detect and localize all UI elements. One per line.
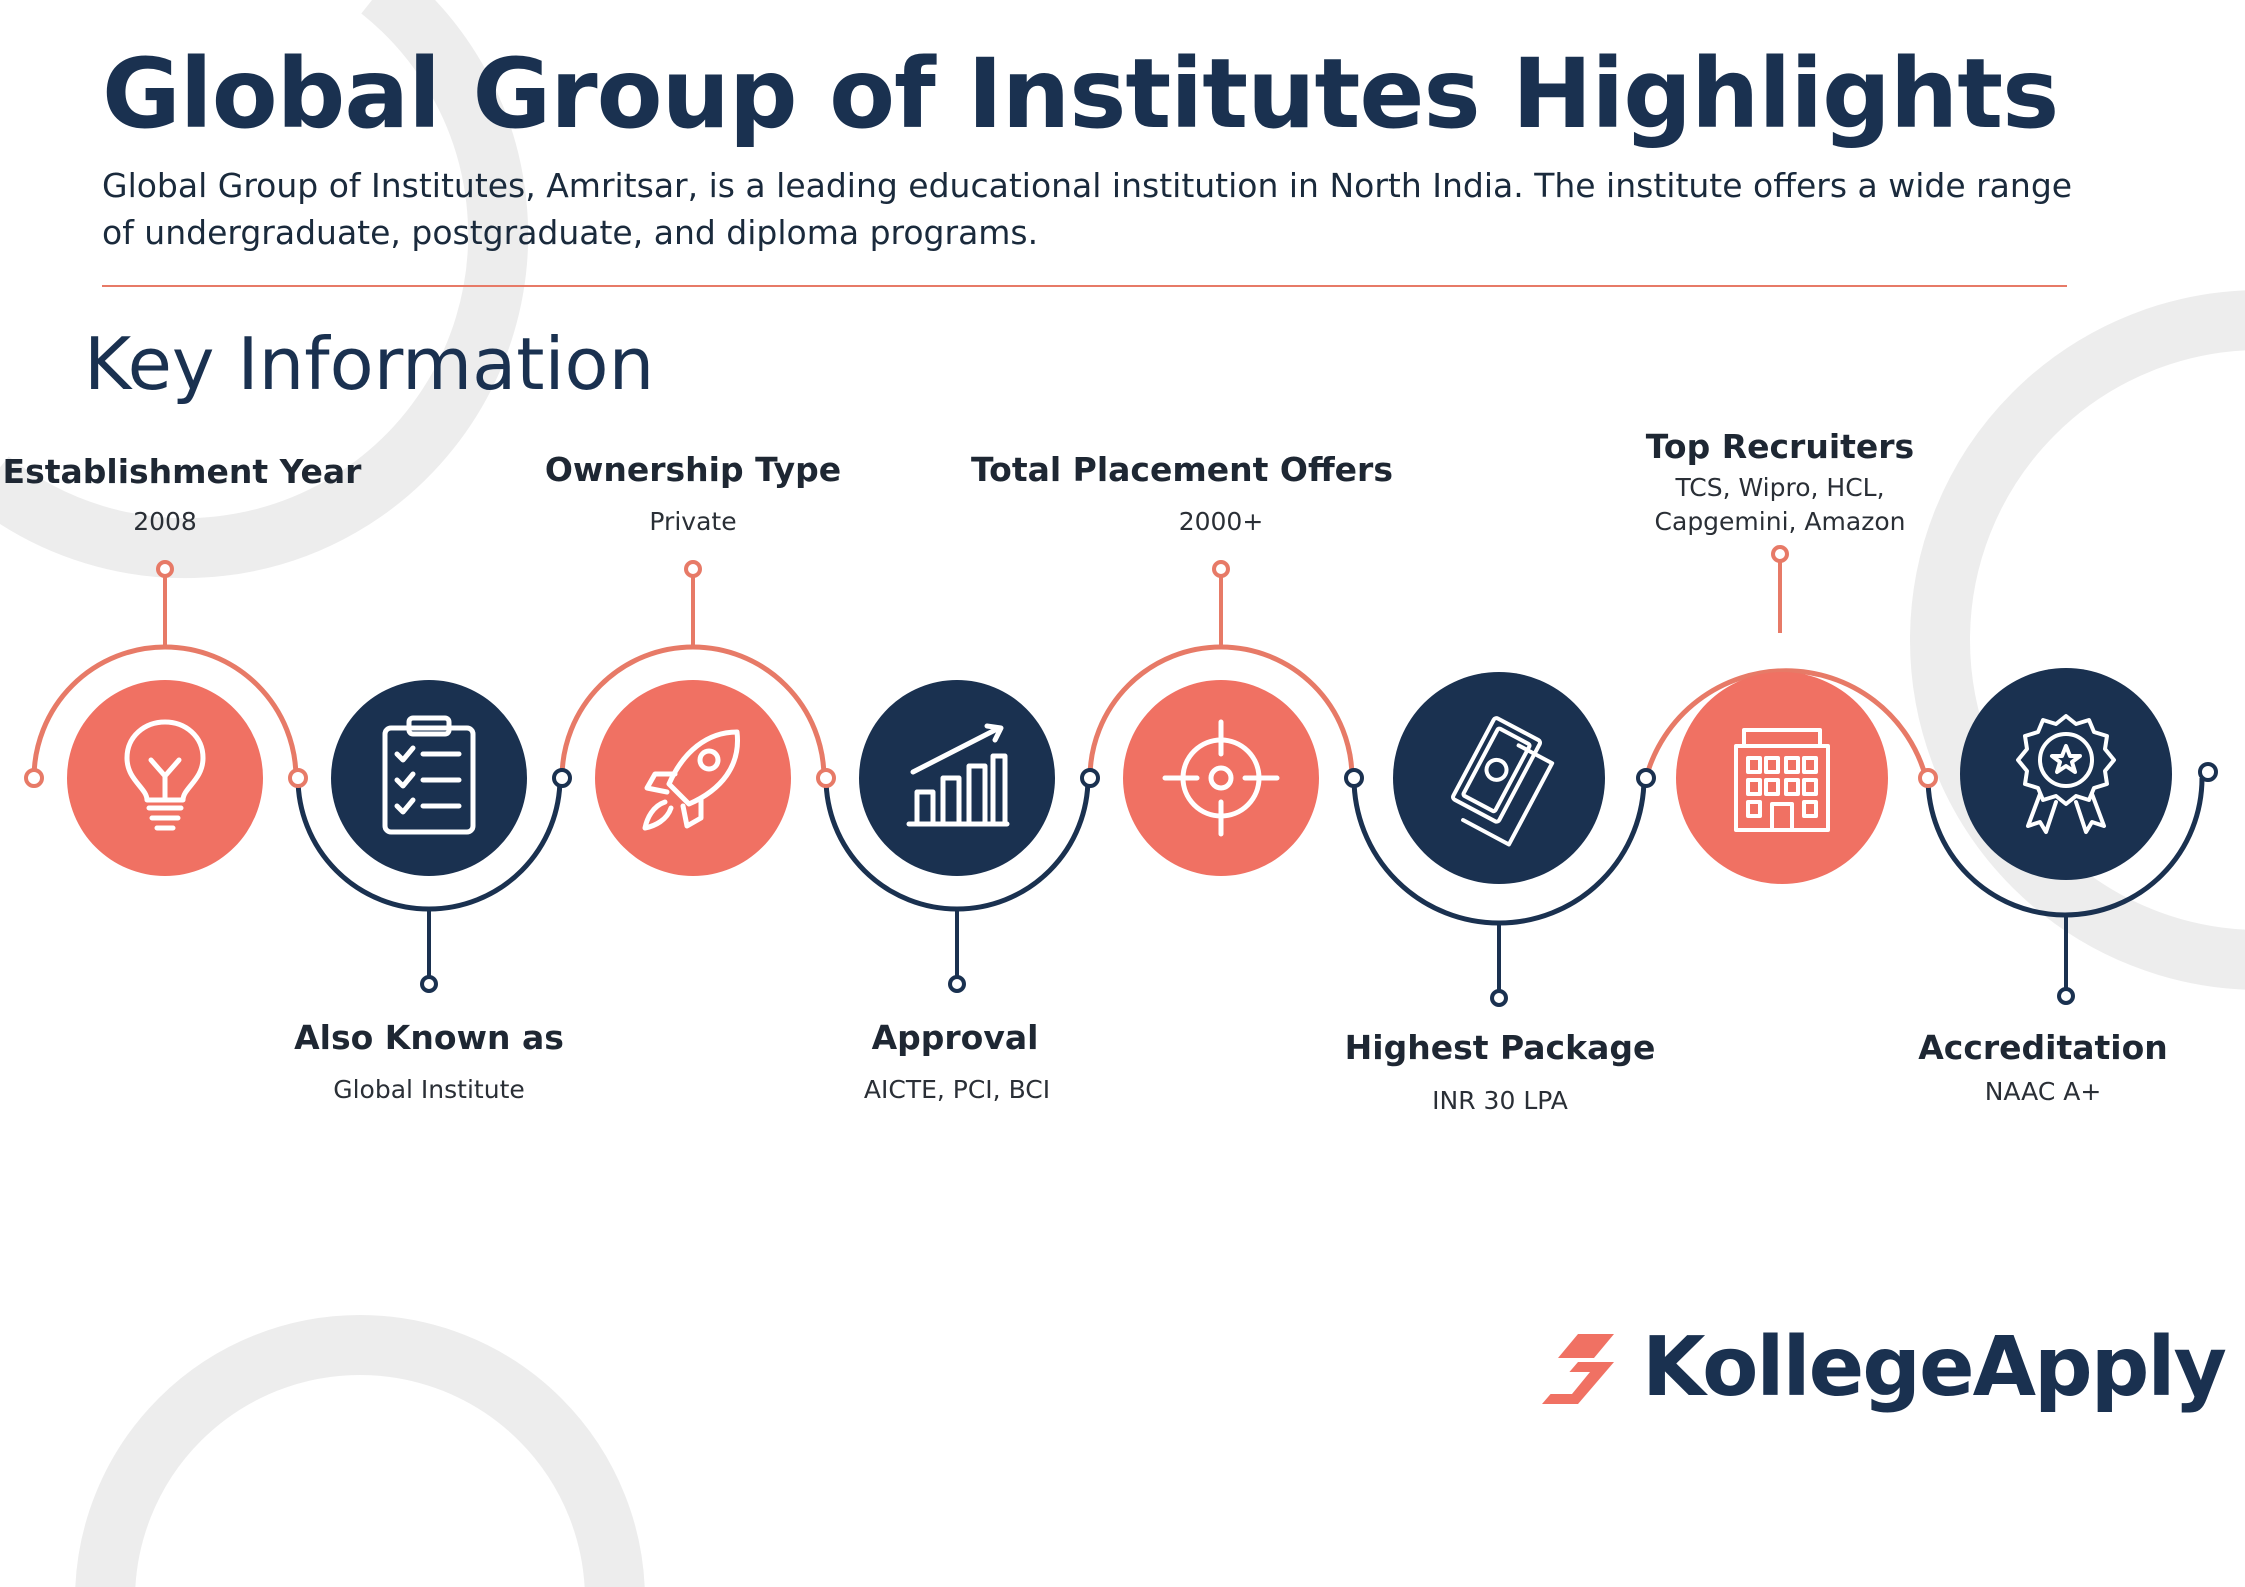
ownership-type-value: Private xyxy=(649,507,737,536)
top-recruiters-label: Top Recruiters xyxy=(1645,427,1915,466)
icon-disc xyxy=(1676,672,1888,884)
approval-value: AICTE, PCI, BCI xyxy=(863,1075,1051,1104)
money-icon xyxy=(1451,716,1555,847)
timeline-item-8 xyxy=(1918,668,2218,1005)
section-heading: Key Information xyxy=(84,322,655,406)
icon-disc xyxy=(1123,680,1319,876)
total-placement-offers-value: 2000+ xyxy=(1178,507,1264,536)
establishment-year-label: Establishment Year xyxy=(2,452,362,491)
icon-disc xyxy=(1960,668,2172,880)
timeline-junction-dot xyxy=(816,768,836,788)
also-known-as-value: Global Institute xyxy=(333,1075,525,1104)
page-title: Global Group of Institutes Highlights xyxy=(102,38,2059,150)
kollegeapply-chevron-logo-icon xyxy=(1542,1333,1614,1404)
establishment-year-value: 2008 xyxy=(133,507,197,536)
timeline-stem-dot xyxy=(2057,987,2075,1005)
top-recruiters-value-line-2: Capgemini, Amazon xyxy=(1654,507,1906,536)
timeline-item-1 xyxy=(24,560,299,876)
icon-disc xyxy=(595,680,791,876)
target-icon xyxy=(1162,719,1280,837)
timeline-junction-dot xyxy=(1080,768,1100,788)
growth-chart-icon xyxy=(906,723,1010,827)
timeline-item-6 xyxy=(1344,672,1647,1007)
timeline-junction-dot xyxy=(1918,768,1938,788)
bg-arc-right xyxy=(1910,290,2245,990)
timeline-item-2 xyxy=(288,680,563,993)
timeline-arc xyxy=(1925,777,2205,918)
total-placement-offers-label: Total Placement Offers xyxy=(971,450,1393,489)
timeline-junction-dot xyxy=(2198,762,2218,782)
timeline-item-4 xyxy=(816,680,1091,993)
timeline-item-3 xyxy=(552,560,827,876)
timeline-junction-dot xyxy=(1344,768,1364,788)
timeline-item-7 xyxy=(1636,545,1929,884)
timeline-junction-dot xyxy=(288,768,308,788)
timeline-stem-dot xyxy=(156,560,174,578)
timeline-stem-dot xyxy=(948,975,966,993)
timeline-junction-dot xyxy=(1636,768,1656,788)
also-known-as-label: Also Known as xyxy=(294,1018,564,1057)
bg-arc-top-left xyxy=(0,0,529,579)
highest-package-value: INR 30 LPA xyxy=(1432,1086,1568,1115)
highest-package-label: Highest Package xyxy=(1344,1028,1656,1067)
title-divider xyxy=(102,285,2067,287)
bg-arc-bottom-left xyxy=(75,1315,645,1587)
rocket-icon xyxy=(642,729,741,831)
accreditation-value: NAAC A+ xyxy=(1984,1077,2102,1106)
office-building-icon xyxy=(1734,728,1830,832)
timeline-stem-dot xyxy=(684,560,702,578)
timeline-stem-dot xyxy=(420,975,438,993)
award-badge-icon xyxy=(2016,714,2116,834)
clipboard-checklist-icon xyxy=(382,715,476,835)
timeline-item-5 xyxy=(1080,560,1355,876)
lightbulb-icon xyxy=(124,719,206,831)
approval-label: Approval xyxy=(871,1018,1039,1057)
accreditation-label: Accreditation xyxy=(1918,1028,2168,1067)
ownership-type-label: Ownership Type xyxy=(544,450,842,489)
timeline-stem-dot xyxy=(1212,560,1230,578)
timeline-stem-dot xyxy=(1771,545,1789,563)
timeline-junction-dot xyxy=(552,768,572,788)
timeline-junction-dot xyxy=(24,768,44,788)
top-recruiters-value-line-1: TCS, Wipro, HCL, xyxy=(1675,473,1885,502)
logo-text: KollegeApply xyxy=(1642,1320,2227,1415)
timeline-arc xyxy=(1643,668,1929,779)
kollegeapply-logo: KollegeApply xyxy=(1538,1320,2227,1415)
timeline-stem-dot xyxy=(1490,989,1508,1007)
page-subtitle: Global Group of Institutes, Amritsar, is… xyxy=(102,166,2073,252)
